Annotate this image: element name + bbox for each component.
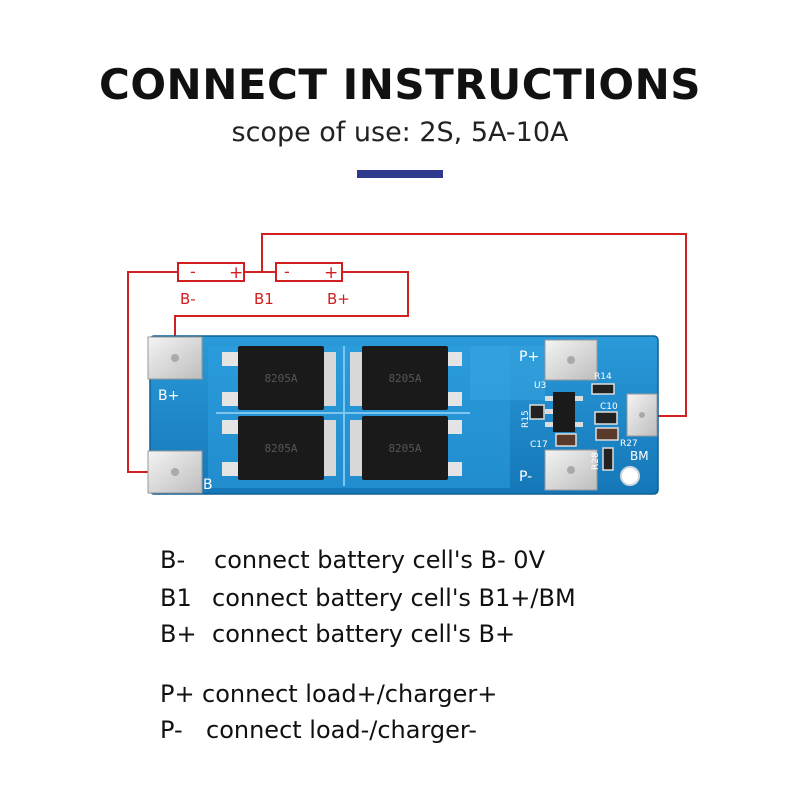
mosfet-3-label: 8205A	[264, 442, 297, 455]
wire-b-minus	[127, 271, 178, 473]
bms-board: B+ B P+ P- BM 8205A 8205A 8205A	[147, 335, 659, 495]
label-b-plus: B+	[327, 290, 350, 308]
cell2-minus-label: -	[284, 262, 290, 281]
legend-code: B+	[160, 620, 197, 648]
wiring	[127, 233, 687, 473]
wire-b-plus	[174, 271, 409, 352]
silk-r14: R14	[594, 372, 612, 382]
legend-text: connect load-/charger-	[206, 716, 477, 744]
legend-code: B1	[160, 584, 192, 612]
silk-b-plus: B+	[158, 388, 179, 404]
legend-text: connect battery cell's B- 0V	[214, 546, 545, 574]
mosfet-2: 8205A	[350, 346, 462, 410]
accent-divider	[357, 170, 443, 178]
silk-r15: R15	[521, 410, 531, 428]
mosfet-1: 8205A	[222, 346, 336, 410]
silk-c17: C17	[530, 440, 548, 450]
legend-text: connect battery cell's B1+/BM	[212, 584, 576, 612]
mosfet-4-label: 8205A	[388, 442, 421, 455]
legend-text: connect battery cell's B+	[212, 620, 516, 648]
page-subtitle: scope of use: 2S, 5A-10A	[231, 117, 569, 148]
cell2-plus-label: +	[324, 263, 338, 283]
silk-b-minus: B	[203, 477, 213, 493]
legend-b-plus: B+ connect battery cell's B+	[160, 620, 515, 648]
mounting-hole	[620, 466, 640, 486]
mosfet-3: 8205A	[222, 416, 336, 480]
cell1-plus-label: +	[229, 263, 243, 283]
silk-r27: R27	[620, 439, 638, 449]
legend-b1: B1 connect battery cell's B1+/BM	[160, 584, 576, 612]
legend-code: B-	[160, 546, 186, 574]
cell1-minus-label: -	[190, 262, 196, 281]
mosfet-1-label: 8205A	[264, 372, 297, 385]
legend-text: connect load+/charger+	[202, 680, 498, 708]
legend-code: P-	[160, 716, 183, 744]
mosfet-4: 8205A	[350, 416, 462, 480]
silk-p-plus: P+	[519, 349, 539, 365]
legend-p-minus: P-connect load-/charger-	[160, 716, 477, 744]
protection-ic-area: U3 R14 R15 C10 C17 R27 R28	[521, 372, 638, 471]
bms-connection-diagram: - + - + B- B1 B+ B+ B P+ P- BM	[127, 233, 687, 495]
label-b1: B1	[254, 290, 274, 308]
wire-b1-to-bm	[261, 233, 687, 417]
legend-p-plus: P+connect load+/charger+	[160, 680, 497, 708]
legend-b-minus: B-connect battery cell's B- 0V	[160, 546, 545, 574]
battery-cell-2: - +	[275, 262, 343, 283]
page-title: CONNECT INSTRUCTIONS	[99, 60, 701, 109]
silk-r28: R28	[591, 452, 601, 470]
silk-p-minus: P-	[519, 469, 532, 485]
legend-code: P+	[160, 680, 195, 708]
silk-bm: BM	[630, 449, 649, 463]
silk-c10: C10	[600, 402, 618, 412]
silk-u3: U3	[534, 381, 546, 391]
battery-cell-1: - +	[177, 262, 245, 283]
mosfet-2-label: 8205A	[388, 372, 421, 385]
label-b-minus: B-	[180, 290, 196, 308]
